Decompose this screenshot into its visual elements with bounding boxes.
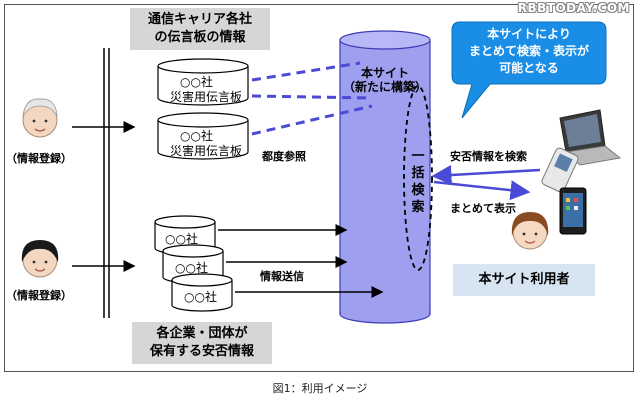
site-user-label: 本サイト利用者 xyxy=(453,264,595,296)
main-site-label-line-1: 本サイト xyxy=(360,66,409,80)
bulk-search-label: 一 括 検 索 xyxy=(409,148,427,216)
bubble-text-line-3: 可能となる xyxy=(499,61,559,75)
carrier-board-1-company: ○○社 xyxy=(180,75,213,89)
main-site-label: 本サイト （新たに構築） xyxy=(340,66,430,94)
company-label-line-1: 各企業・団体が xyxy=(156,326,248,341)
bubble-text: 本サイトにより まとめて検索・表示が 可能となる xyxy=(458,26,600,77)
company-db-cylinder-3 xyxy=(171,273,233,312)
bulk-search-char-2: 括 xyxy=(411,166,425,181)
company-db-1-label: ○○社 xyxy=(165,232,198,246)
laptop-icon xyxy=(559,109,622,166)
flip-phone-icon xyxy=(541,147,579,193)
carrier-board-1-name: 災害用伝言板 xyxy=(170,90,243,104)
user-person-icon xyxy=(511,212,549,250)
search-safety-label: 安否情報を検索 xyxy=(450,150,527,163)
carrier-board-cylinder-1 xyxy=(157,58,249,106)
search-arrow xyxy=(431,165,541,185)
bulk-search-char-1: 一 xyxy=(411,149,425,164)
company-db-2-label: ○○社 xyxy=(175,261,208,275)
smartphone-icon xyxy=(559,187,587,235)
info-send-label: 情報送信 xyxy=(260,270,304,283)
carrier-label-line-2: の伝言板の情報 xyxy=(154,30,246,45)
reference-line-2 xyxy=(251,94,373,100)
elderly-person-icon xyxy=(22,98,58,138)
info-register-label-2: （情報登録） xyxy=(6,289,72,302)
display-together-label: まとめて表示 xyxy=(450,202,516,215)
bubble-text-line-2: まとめて検索・表示が xyxy=(468,44,589,58)
company-safety-info-label: 各企業・団体が 保有する安否情報 xyxy=(132,322,272,364)
reference-line-1 xyxy=(251,61,361,82)
bubble-text-line-1: 本サイトにより xyxy=(487,27,571,41)
bulk-search-char-4: 索 xyxy=(411,200,425,215)
carrier-board-2-name: 災害用伝言板 xyxy=(170,144,243,158)
carrier-board-2-company: ○○社 xyxy=(180,129,213,143)
carrier-label: 通信キャリア各社 の伝言板の情報 xyxy=(130,8,270,50)
carrier-label-line-1: 通信キャリア各社 xyxy=(147,12,252,27)
main-site-cylinder xyxy=(339,30,431,324)
reference-line-3 xyxy=(251,104,373,136)
display-arrow xyxy=(433,180,531,201)
site-watermark: RBBTODAY.COM xyxy=(517,1,630,15)
speech-bubble xyxy=(451,21,607,119)
on-demand-reference-label: 都度参照 xyxy=(262,150,306,163)
figure-caption: 図1：利用イメージ xyxy=(272,382,368,395)
carrier-board-cylinder-2 xyxy=(157,112,249,160)
info-register-label-1: （情報登録） xyxy=(6,152,72,165)
company-db-3-label: ○○社 xyxy=(184,290,217,304)
main-site-label-line-2: （新たに構築） xyxy=(342,80,427,94)
company-label-line-2: 保有する安否情報 xyxy=(149,344,254,359)
bulk-search-char-3: 検 xyxy=(411,183,425,198)
woman-person-icon xyxy=(21,240,59,278)
